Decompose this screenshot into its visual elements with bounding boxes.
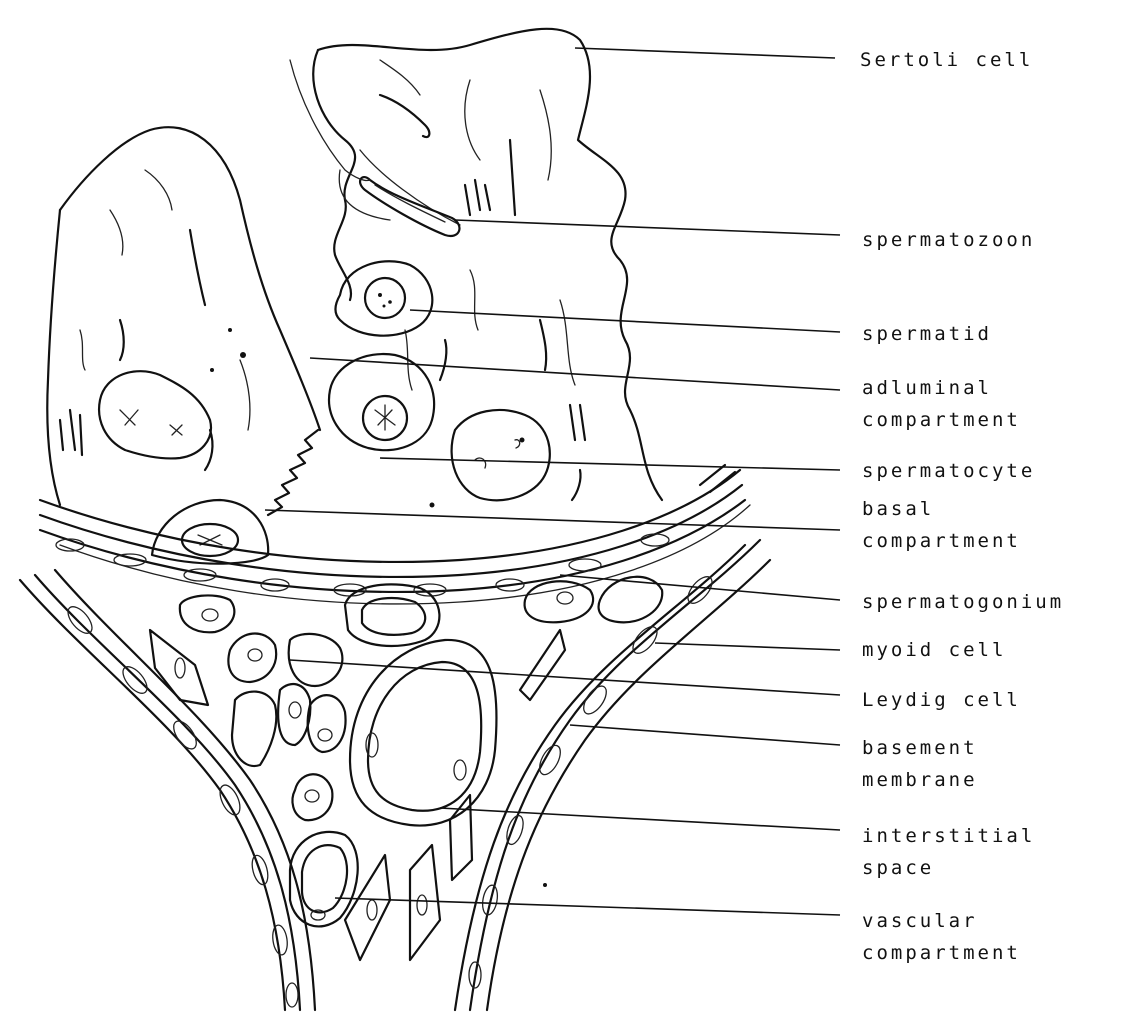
spermatocyte-left (99, 371, 211, 458)
spermatocyte-2 (452, 410, 550, 500)
sertoli-cell-left (47, 127, 320, 505)
label-basal-compartment: basal compartment (862, 493, 1021, 557)
leader-leydig (290, 660, 840, 695)
spermatozoon (290, 60, 459, 236)
label-sertoli-cell: Sertoli cell (860, 44, 1033, 76)
label-interstitial-space: interstitial space (862, 820, 1035, 884)
leader-lines (265, 48, 840, 915)
label-myoid-cell: myoid cell (862, 634, 1006, 666)
leader-spermatid (410, 310, 840, 332)
leader-myoid (655, 643, 840, 650)
label-spermatocyte: spermatocyte (862, 455, 1035, 487)
leader-basal (265, 510, 840, 530)
label-spermatid: spermatid (862, 318, 992, 350)
right-tubule-wall (455, 540, 770, 1010)
mitochondria (60, 95, 585, 500)
left-tubule-wall (20, 570, 315, 1010)
spermatogonium (152, 500, 268, 564)
label-leydig-cell: Leydig cell (862, 684, 1021, 716)
label-spermatozoon: spermatozoon (862, 224, 1035, 256)
leader-spermatozoon (455, 220, 840, 235)
label-adluminal-compartment: adluminal compartment (862, 372, 1021, 436)
leader-spermatocyte (380, 458, 840, 470)
interstitial-cells (150, 577, 662, 960)
label-vascular-compartment: vascular compartment (862, 905, 1021, 969)
spermatocyte-1 (329, 354, 434, 450)
tight-junction-zigzag (268, 430, 318, 515)
label-spermatogonium: spermatogonium (862, 586, 1064, 618)
leader-basement (570, 725, 840, 745)
leader-sertoli (575, 48, 835, 58)
label-basement-membrane: basement membrane (862, 732, 978, 796)
